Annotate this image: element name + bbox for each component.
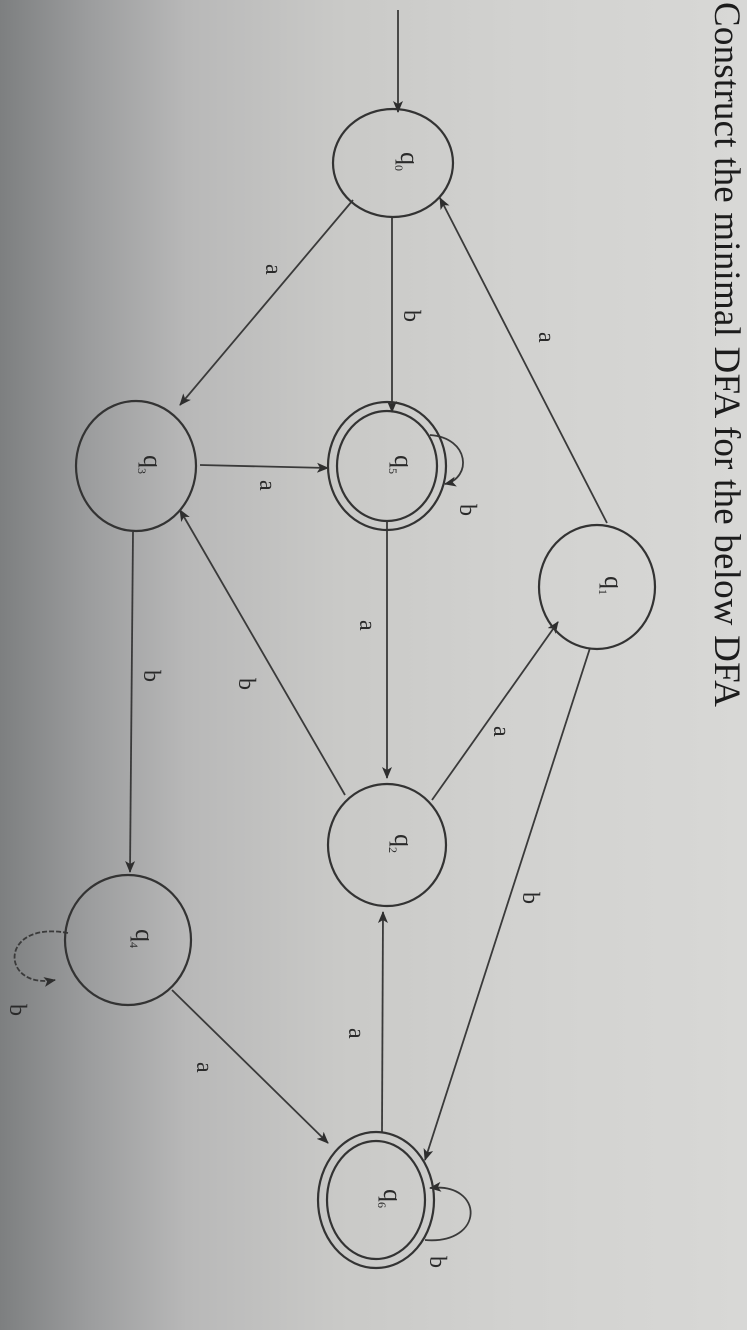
state-q4: q4	[63, 873, 193, 1007]
loop-q5: b	[429, 434, 480, 516]
edge-q3-q4: b	[125, 531, 164, 873]
svg-text:a: a	[254, 480, 280, 491]
svg-text:a: a	[488, 726, 514, 737]
state-q0: q0	[331, 107, 455, 219]
svg-text:b: b	[398, 310, 424, 322]
svg-text:q4: q4	[127, 929, 159, 948]
svg-text:a: a	[354, 620, 380, 631]
svg-text:b: b	[454, 504, 480, 516]
svg-text:q2: q2	[386, 834, 418, 853]
edge-q5-q2: a	[354, 521, 392, 779]
edge-q0-q5: b	[387, 216, 424, 413]
edge-q3-q5: a	[199, 462, 329, 491]
svg-text:a: a	[343, 1028, 369, 1039]
edge-q1-q6: b	[423, 647, 591, 1161]
state-q3: q3	[74, 399, 198, 533]
state-q5-final: q5	[326, 400, 448, 532]
svg-text:b: b	[233, 678, 259, 690]
edge-q2-q3: b	[179, 509, 346, 796]
svg-text:a: a	[260, 264, 286, 275]
edge-q1-q0: a	[439, 197, 608, 524]
svg-text:q5: q5	[386, 455, 418, 474]
svg-text:a: a	[533, 332, 559, 343]
svg-text:q0: q0	[392, 152, 424, 171]
state-q6-final: q6	[316, 1130, 436, 1270]
svg-text:q1: q1	[596, 576, 628, 595]
state-q1: q1	[537, 523, 657, 651]
svg-text:a: a	[191, 1062, 217, 1073]
state-q2: q2	[326, 782, 448, 908]
svg-text:q6: q6	[375, 1189, 407, 1208]
loop-q6: b	[424, 1181, 472, 1268]
edge-q6-q2: a	[343, 911, 388, 1133]
loop-q4: b	[4, 930, 69, 1016]
edge-q4-q6: a	[171, 989, 329, 1144]
edge-q0-q3: a	[179, 199, 354, 406]
svg-text:b: b	[4, 1004, 30, 1016]
svg-text:b: b	[517, 892, 543, 904]
svg-text:b: b	[424, 1256, 450, 1268]
edge-q2-q1: a	[431, 621, 559, 801]
svg-text:q3: q3	[135, 455, 167, 474]
svg-text:b: b	[138, 670, 164, 682]
